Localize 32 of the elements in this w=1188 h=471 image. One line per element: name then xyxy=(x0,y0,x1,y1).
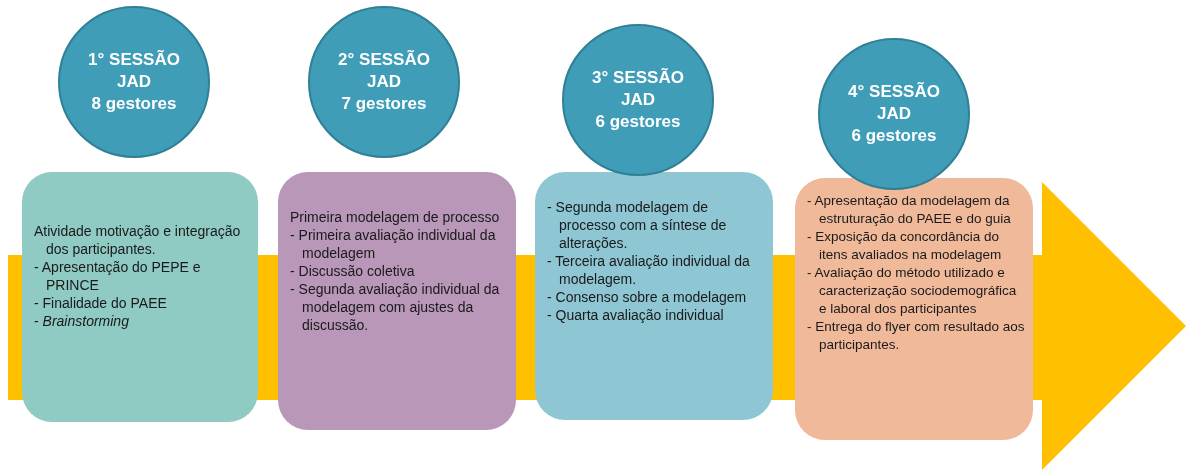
session-label: 3° SESSÃO xyxy=(592,67,684,89)
activity-item: - Apresentação do PEPE e PRINCE xyxy=(34,258,202,294)
session-label: 8 gestores xyxy=(91,93,177,115)
activity-item: Atividade motivação e integração dos participantes. xyxy=(34,222,242,258)
activity-item: - Brainstorming xyxy=(34,312,130,330)
session-label: 2° SESSÃO xyxy=(338,49,430,71)
activity-item: - Avaliação do método utilizado e caracterização sociodemográfica e laboral dos participantes xyxy=(807,264,1018,318)
activity-item: - Segunda modelagem de processo com a síntese de alterações. xyxy=(547,198,728,252)
session-label: 6 gestores xyxy=(851,125,937,147)
activity-item: - Segunda avaliação individual da modelagem com ajustes da discussão. xyxy=(290,280,501,334)
session-label: JAD xyxy=(621,89,655,111)
session-label: JAD xyxy=(117,71,151,93)
activity-item: - Apresentação da modelagem da estruturação do PAEE e do guia xyxy=(807,192,1012,228)
activity-card xyxy=(278,172,516,430)
session-label: 7 gestores xyxy=(341,93,427,115)
activity-item: - Finalidade do PAEE xyxy=(34,294,168,312)
activity-item: - Exposição da concordância do itens avaliados na modelagem xyxy=(807,228,1003,264)
activity-card xyxy=(795,178,1033,440)
activity-card xyxy=(535,172,773,420)
activity-item: - Terceira avaliação individual da modelagem. xyxy=(547,252,751,288)
session-label: 4° SESSÃO xyxy=(848,81,940,103)
session-label: 6 gestores xyxy=(595,111,681,133)
session-label: 1° SESSÃO xyxy=(88,49,180,71)
session-label: JAD xyxy=(367,71,401,93)
activity-item: - Consenso sobre a modelagem xyxy=(547,288,748,306)
activity-item: - Primeira avaliação individual da modelagem xyxy=(290,226,497,262)
activity-item: - Quarta avaliação individual xyxy=(547,306,725,324)
activity-item: Primeira modelagem de processo xyxy=(290,208,501,226)
activity-item: - Discussão coletiva xyxy=(290,262,416,280)
activity-card xyxy=(22,172,258,422)
activity-item: - Entrega do flyer com resultado aos participantes. xyxy=(807,318,1025,354)
session-label: JAD xyxy=(877,103,911,125)
